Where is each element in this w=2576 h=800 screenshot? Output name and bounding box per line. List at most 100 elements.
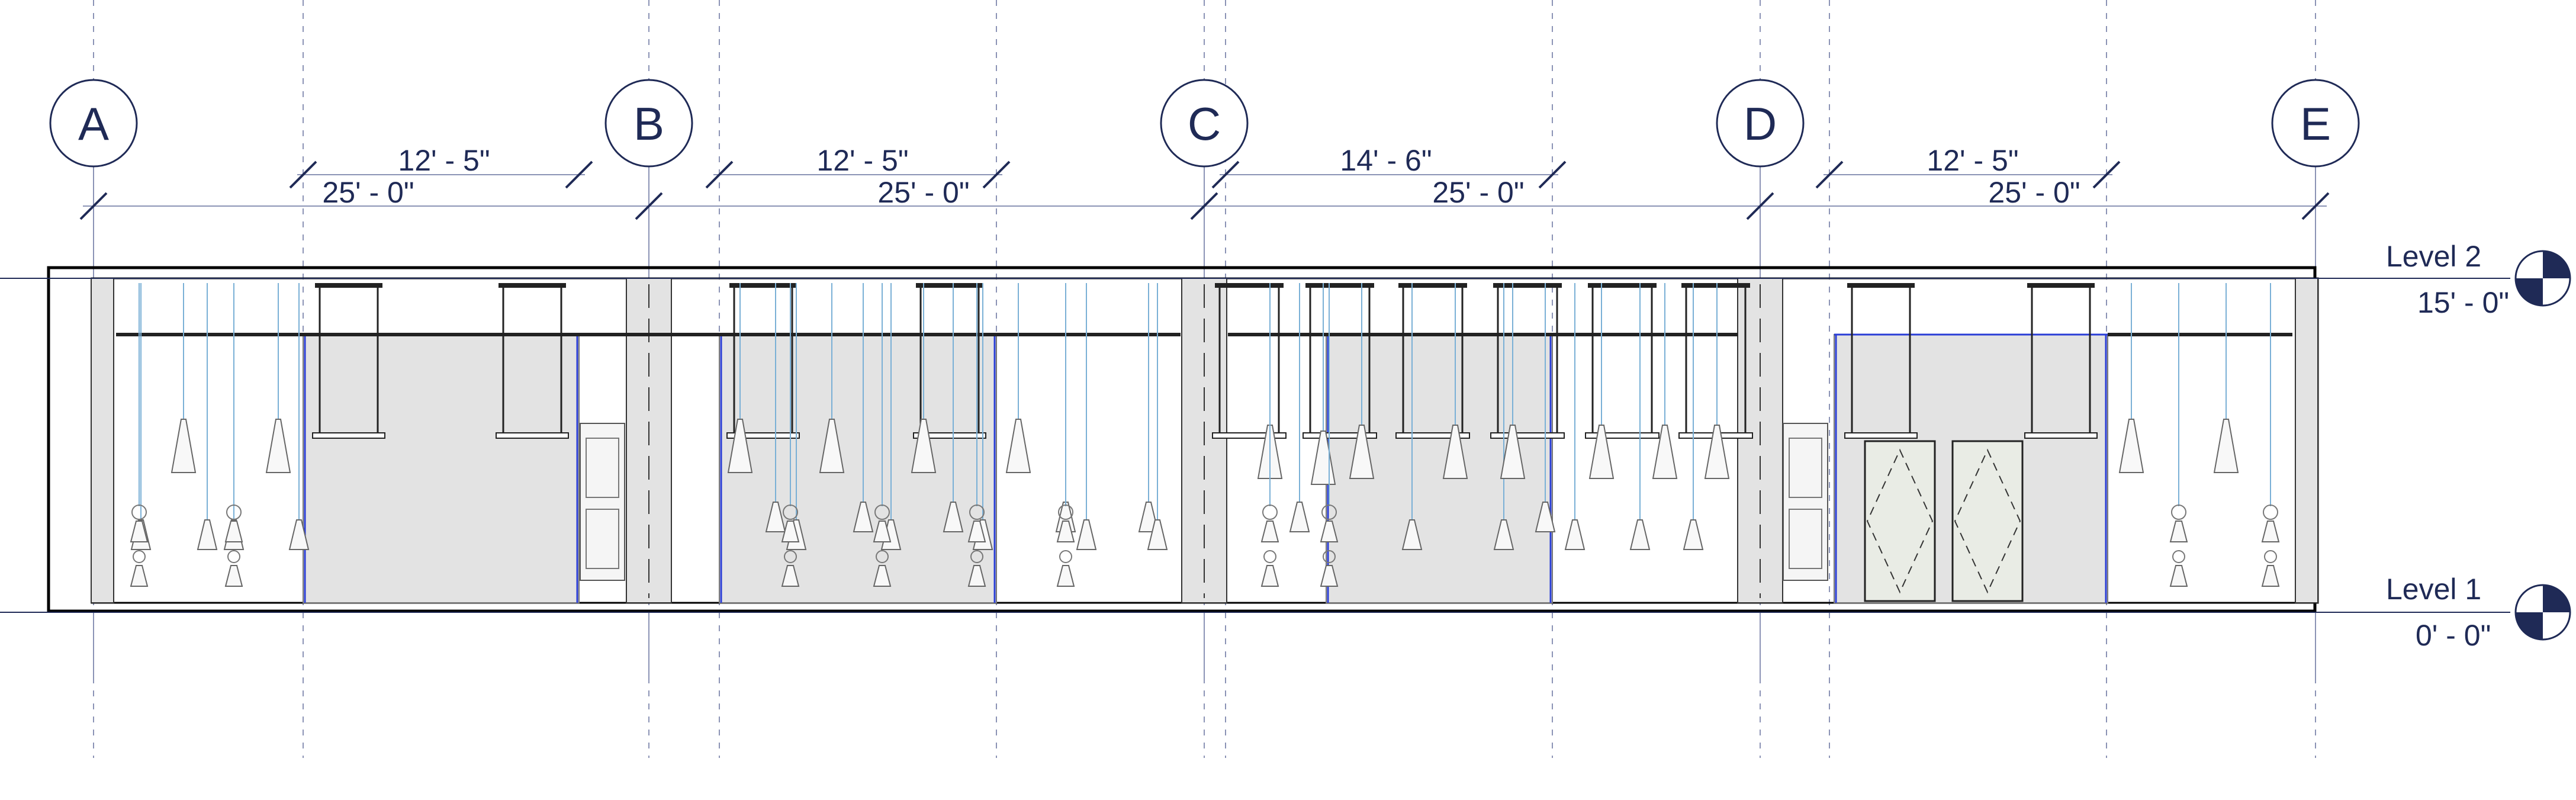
shelf [1490,432,1565,439]
pendant-shade [2261,565,2280,587]
cabinet-door [1789,509,1822,569]
dim-tick [635,192,663,220]
pendant-shade [943,502,964,532]
level-1-name: Level 1 [2386,573,2481,606]
pendant-bulb [2263,505,2278,520]
dim-tick [1211,160,1240,189]
shelf [1303,432,1377,439]
pendant-bulb [1262,505,1278,520]
pendant-shade [224,521,243,542]
dim-partial-3: 14' - 6" [1340,144,1432,177]
grid-lines [93,166,2316,680]
pendant-shade [873,565,892,587]
grid-head-d[interactable]: D [1716,79,1805,168]
hanger-top [1398,283,1467,288]
pendant-shade [1076,519,1097,550]
shelf [1395,432,1470,439]
hanger-top [499,283,566,288]
pendant-shade [819,419,845,473]
dim-tick [705,160,734,189]
pendant-shade [130,565,149,587]
dim-tick [1746,192,1774,220]
dim-bay-3: 25' - 0" [1432,176,1524,209]
hanger-top [729,283,797,288]
grid-head-a[interactable]: A [49,79,138,168]
dim-tick [2092,160,2121,189]
pendant-shade [853,502,874,532]
cabinet [1783,423,1828,581]
grid-head-c[interactable]: C [1160,79,1249,168]
dim-partial-1: 12' - 5" [398,144,490,177]
pendant-bulb [876,550,889,563]
dim-tick [565,160,593,189]
pendant-bulb [1321,505,1337,520]
pendant-shade [1055,502,1076,532]
pendant-shade [1056,565,1075,587]
pendant-bulb [1058,505,1073,520]
grid-label-e: E [2300,98,2331,150]
hanger-top [1215,283,1284,288]
shaded-panel [719,334,997,603]
pendant-bulb [133,550,146,563]
pendant-shade [1260,565,1279,587]
pendant-shade [1442,425,1468,479]
fixtures [130,283,2280,587]
pendant-shade [911,419,937,473]
pendant-shade [2261,521,2280,542]
grid-head-b[interactable]: B [604,79,693,168]
pendant-shade [130,521,149,542]
pendant-shade [171,419,197,473]
pendant-shade [1564,519,1586,550]
pendant-shade [1535,502,1556,532]
pendant-shade [1260,521,1279,542]
dim-tick [982,160,1011,189]
pendant-shade [224,565,243,587]
column [91,278,114,603]
dim-partial-2: 12' - 5" [816,144,908,177]
level-1-marker[interactable]: Level 1 0' - 0" [2386,573,2571,652]
pendant-shade [967,565,986,587]
pendant-shade [265,419,291,473]
pendant-bulb [2264,550,2277,563]
grid-head-e[interactable]: E [2271,79,2360,168]
pendant-shade [1652,425,1678,479]
pendant-shade [1629,519,1651,550]
level-1-target-icon [2514,584,2571,641]
dim-bay-4: 25' - 0" [1988,176,2080,209]
pendant-shade [1704,425,1730,479]
dim-partial-4: 12' - 5" [1927,144,2018,177]
pendant-shade [2213,419,2239,473]
pendant-bulb [2172,550,2185,563]
dim-tick [1815,160,1844,189]
level-2-name: Level 2 [2386,240,2481,273]
hanger-top [1847,283,1915,288]
hanger-top [1681,283,1750,288]
shelf [913,432,986,439]
pendant-shade [2169,521,2188,542]
columns [91,278,2318,603]
door-panel [1864,440,1936,602]
level-2-marker[interactable]: Level 2 15' - 0" [2386,240,2571,319]
dim-tick [289,160,317,189]
pendant-bulb [1059,550,1072,563]
pendant-shade [1401,519,1423,550]
pendant-bulb [2171,505,2186,520]
hanger-top [1493,283,1562,288]
pendant-shade [967,521,986,542]
level-2-target-icon [2514,250,2571,307]
dim-tick [2301,192,2330,220]
pendant-shade [873,521,892,542]
pendant-bulb [227,550,240,563]
hanger-top [916,283,983,288]
cabinet-door [586,509,619,569]
pendant-bulb [874,505,890,520]
shelf [496,432,569,439]
pendant-bulb [969,505,985,520]
hanger-top [315,283,382,288]
hanger-top [2027,283,2095,288]
grid-label-a: A [78,98,109,150]
grid-label-d: D [1744,98,1777,150]
shelf [2024,432,2098,439]
cabinet-door [1789,438,1822,498]
